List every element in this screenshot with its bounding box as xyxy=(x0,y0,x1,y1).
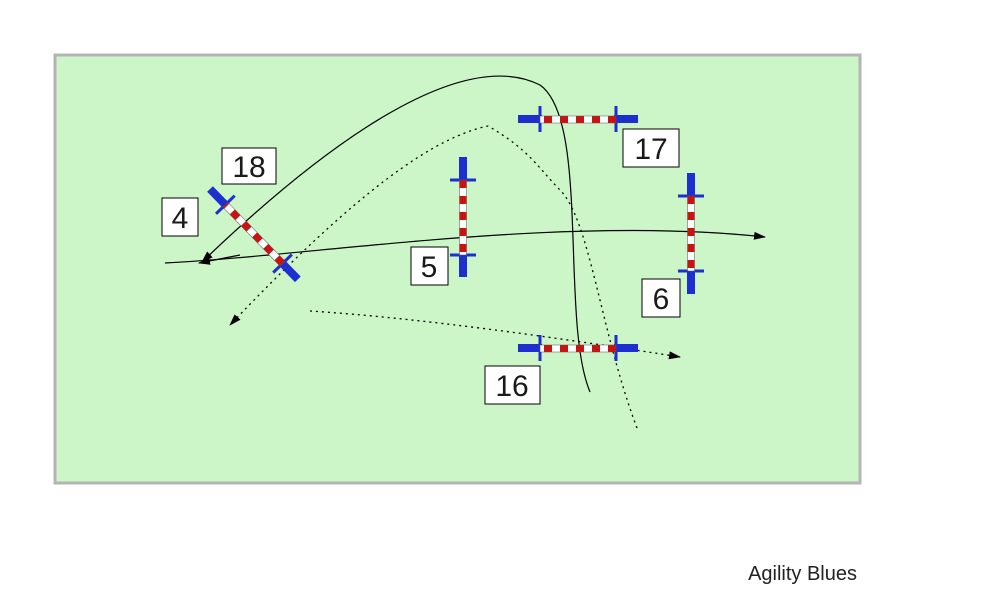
jump-5 xyxy=(450,157,476,277)
jump-17-wing-right xyxy=(614,115,638,123)
label-17: 17 xyxy=(622,128,680,168)
jump-17-wing-left xyxy=(518,115,542,123)
path-solid-curve xyxy=(201,75,591,393)
label-5: 5 xyxy=(410,246,449,286)
label-16-text: 16 xyxy=(495,370,528,403)
label-6: 6 xyxy=(641,278,681,318)
jump-6-wing-bottom xyxy=(687,270,695,294)
jump-17 xyxy=(518,106,638,132)
path-dotted-upper xyxy=(229,125,638,429)
label-16: 16 xyxy=(484,365,541,405)
label-18: 18 xyxy=(221,147,277,185)
jump-6-pole xyxy=(687,195,695,272)
label-18-text: 18 xyxy=(232,151,265,184)
label-4-text: 4 xyxy=(172,202,189,235)
jump-16-wing-right xyxy=(614,344,638,352)
jump-5-pole xyxy=(459,179,467,256)
jump-18-pole xyxy=(222,201,286,267)
field-area xyxy=(53,53,862,485)
jump-16-wing-left xyxy=(518,344,542,352)
label-5-text: 5 xyxy=(421,251,438,284)
jump-18 xyxy=(207,186,301,283)
jump-6-wing-top xyxy=(687,173,695,197)
label-6-text: 6 xyxy=(653,283,670,316)
jump-5-wing-bottom xyxy=(459,253,467,277)
jump-17-pole xyxy=(539,115,617,124)
path-solid-horizontal xyxy=(164,229,766,264)
jump-18-wing-end xyxy=(278,259,301,283)
jump-5-wing-top xyxy=(459,157,467,181)
label-17-text: 17 xyxy=(634,133,667,166)
jump-18-wing-start xyxy=(207,186,230,209)
jump-16-pole xyxy=(539,344,617,353)
jump-6 xyxy=(678,173,704,294)
label-4: 4 xyxy=(161,197,199,237)
jump-16 xyxy=(518,335,638,361)
credit-text: Agility Blues xyxy=(748,563,857,585)
